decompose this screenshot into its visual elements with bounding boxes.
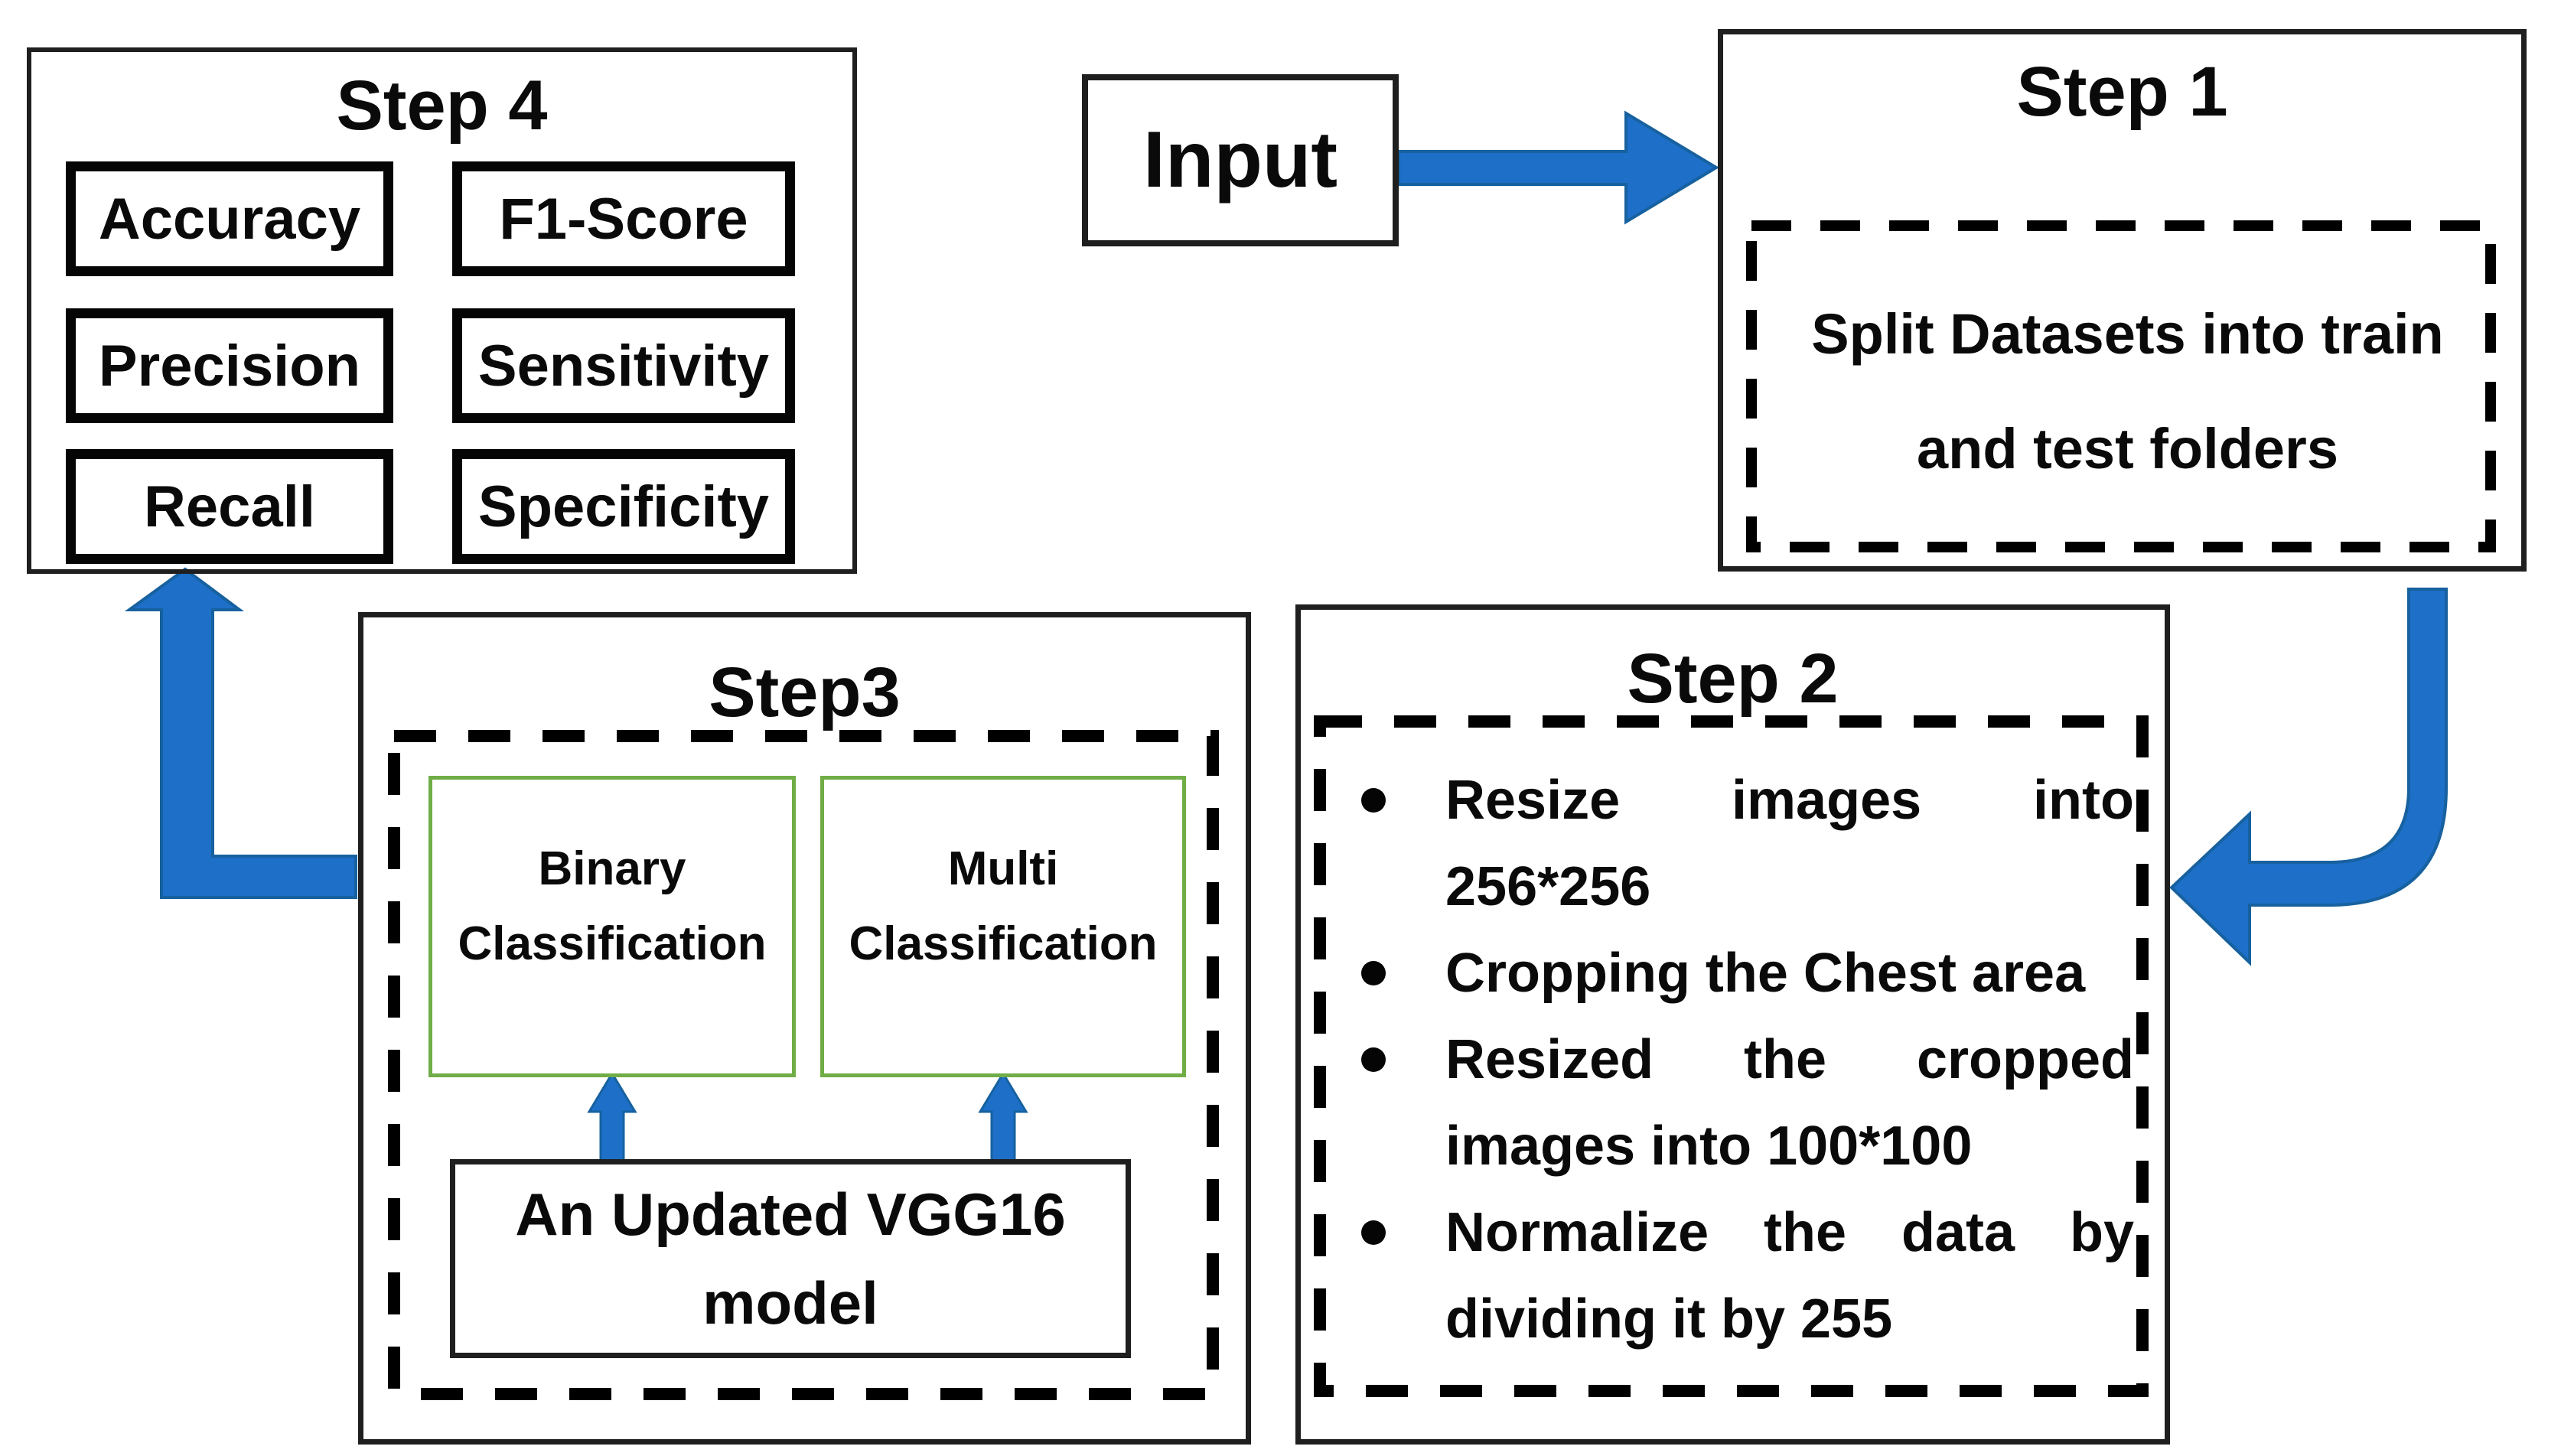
step2-title: Step 2: [1627, 640, 1839, 718]
bullet-icon: [1361, 788, 1386, 813]
arrow-model-to-binary: [587, 1071, 637, 1162]
arrow-step3-to-step4: [124, 567, 357, 899]
metric-recall: Recall: [66, 449, 393, 564]
bullet-icon: [1361, 1220, 1386, 1245]
step4-box: Step 4 Accuracy F1-Score Precision Sensi…: [27, 47, 857, 574]
input-box: Input: [1082, 74, 1399, 246]
input-label: Input: [1142, 116, 1338, 204]
step1-box: Step 1 Split Datasets into train and tes…: [1718, 29, 2527, 572]
step1-title: Step 1: [2016, 53, 2228, 131]
list-item: Resize images into 256*256: [1361, 757, 2134, 930]
arrow-input-to-step1: [1397, 110, 1719, 225]
list-item: Normalize the data by dividing it by 255: [1361, 1190, 2134, 1363]
list-item: Resized the cropped images into 100*100: [1361, 1017, 2134, 1190]
metric-f1-score: F1-Score: [452, 161, 795, 276]
bullet-icon: [1361, 961, 1386, 985]
step3-title: Step3: [709, 653, 901, 731]
step3-box: Step3: [358, 612, 1251, 1445]
binary-classification-box: Binary Classification: [428, 776, 796, 1077]
bullet-icon: [1361, 1047, 1386, 1072]
multi-classification-box: Multi Classification: [820, 776, 1186, 1077]
step2-box: Step 2 Resize images into 256*256 Croppi…: [1295, 604, 2170, 1445]
arrow-model-to-multi: [978, 1071, 1028, 1162]
step4-title: Step 4: [336, 67, 548, 145]
step2-dashed-border: [1314, 715, 2149, 1397]
metric-accuracy: Accuracy: [66, 161, 393, 276]
metric-specificity: Specificity: [452, 449, 795, 564]
metric-sensitivity: Sensitivity: [452, 308, 795, 423]
arrow-step1-to-step2: [2169, 588, 2448, 966]
list-item: Cropping the Chest area: [1361, 930, 2134, 1017]
step3-dashed-border: [388, 730, 1219, 1400]
step2-bullet-list: Resize images into 256*256 Cropping the …: [1361, 757, 2134, 1363]
metric-precision: Precision: [66, 308, 393, 423]
step1-task-text: Split Datasets into train and test folde…: [1811, 302, 2444, 480]
step1-dashed-border: [1746, 220, 2496, 552]
vgg16-model-box: An Updated VGG16 model: [450, 1159, 1131, 1358]
